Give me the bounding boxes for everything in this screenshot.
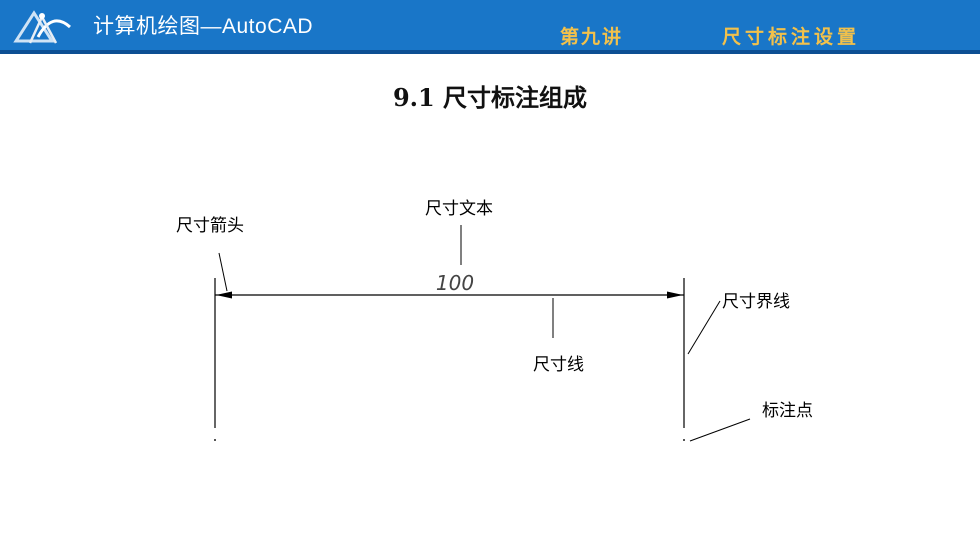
header-bar: 计算机绘图—AutoCAD 第九讲 尺寸标注设置 — [0, 0, 980, 54]
leader-point — [689, 418, 751, 442]
lecture-topic: 尺寸标注设置 — [722, 26, 861, 48]
feature-point-left — [214, 439, 216, 441]
arrowhead-right — [667, 291, 683, 299]
feature-point-right — [683, 439, 685, 441]
course-title: 计算机绘图—AutoCAD — [93, 15, 314, 38]
leader-ext-line — [687, 300, 721, 355]
drafting-tools-logo-icon — [13, 10, 71, 44]
lecture-number: 第九讲 — [560, 26, 624, 48]
label-dimension-text: 尺寸文本 — [425, 199, 493, 219]
label-dimension-arrow: 尺寸箭头 — [176, 216, 244, 236]
leader-arrow — [218, 252, 228, 292]
label-dimension-line: 尺寸线 — [533, 355, 584, 375]
dimension-value: 100 — [436, 271, 474, 295]
page-title: 9.1 尺寸标注组成 — [392, 83, 588, 112]
label-feature-point: 标注点 — [762, 401, 813, 421]
arrowhead-left — [216, 291, 232, 299]
label-extension-line: 尺寸界线 — [722, 292, 790, 312]
